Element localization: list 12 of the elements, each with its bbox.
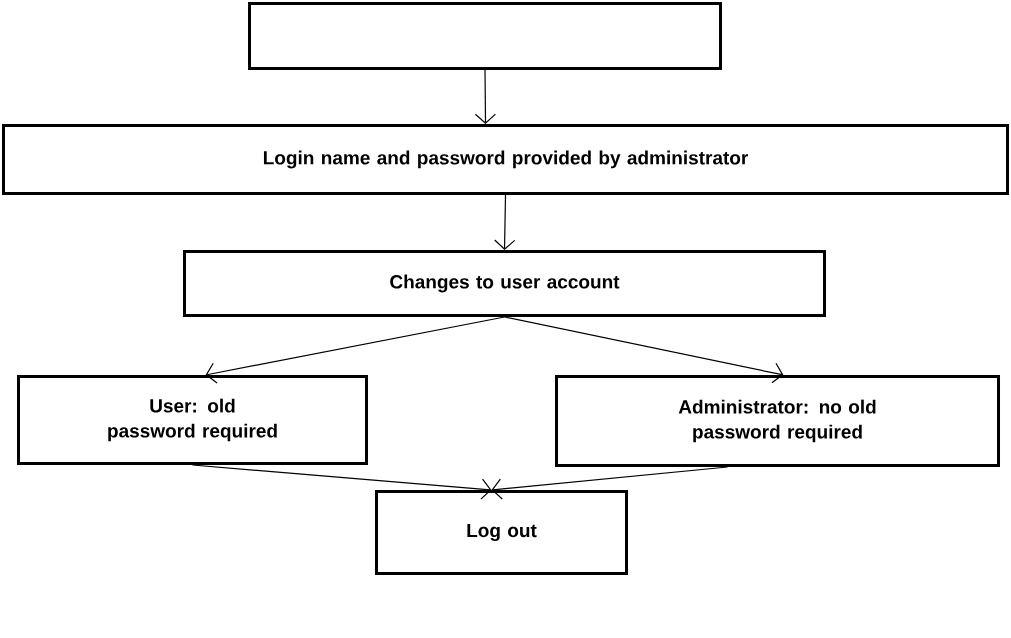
process-box: Login name and password provided by administrator xyxy=(2,124,1009,195)
process-box: Changes to user account xyxy=(183,250,826,317)
arrow xyxy=(474,69,496,124)
arrow xyxy=(491,466,729,500)
arrow xyxy=(503,316,784,384)
arrow xyxy=(494,194,516,250)
arrow xyxy=(205,316,506,384)
process-box: Log out xyxy=(375,490,628,575)
process-box: Administrator: no old password required xyxy=(555,375,1000,467)
arrow xyxy=(191,464,492,500)
process-box: User: old password required xyxy=(17,375,368,465)
process-box xyxy=(248,2,722,70)
